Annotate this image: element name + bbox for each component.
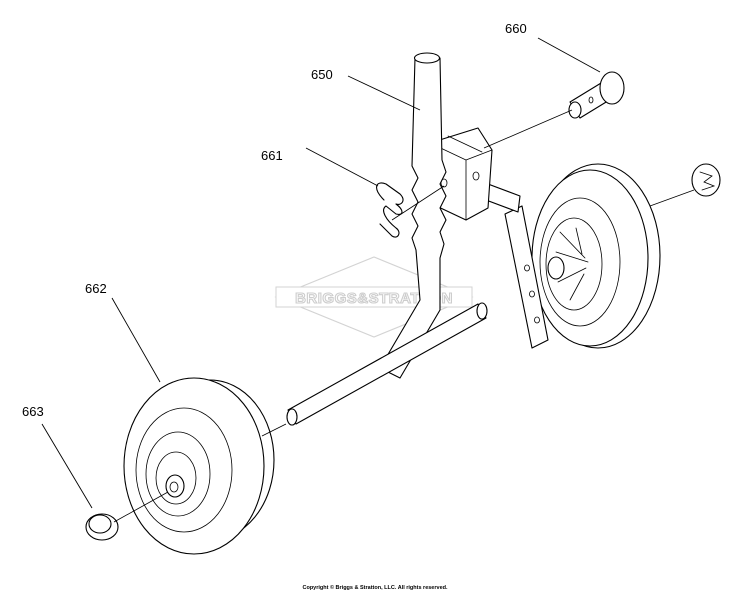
leader-650 — [347, 75, 421, 111]
left-wheel-centerline — [261, 423, 287, 437]
clevis-pin — [568, 71, 625, 119]
hairpin-clip — [376, 182, 404, 238]
lower-axle — [286, 302, 488, 426]
push-nut — [691, 163, 721, 197]
callout-650: 650 — [311, 67, 333, 82]
callout-662: 662 — [85, 281, 107, 296]
leader-660 — [537, 37, 601, 73]
pin-centerline — [483, 109, 573, 149]
callout-660: 660 — [505, 21, 527, 36]
right-wheel — [531, 163, 661, 349]
hubcap-centerline — [113, 491, 169, 523]
copyright-notice: Copyright © Briggs & Stratton, LLC. All … — [302, 584, 448, 591]
right-wheel-centerline — [649, 189, 695, 207]
leader-662 — [111, 297, 161, 383]
left-wheel — [123, 377, 275, 555]
watermark-text-amp: & — [357, 290, 368, 307]
callout-661: 661 — [261, 148, 283, 163]
callout-663: 663 — [22, 404, 44, 419]
watermark-text-left: BRIGGS — [295, 290, 357, 307]
leader-663 — [41, 423, 93, 509]
clip-centerline — [391, 185, 445, 221]
hub-cap — [85, 513, 119, 541]
leader-661 — [305, 147, 379, 187]
